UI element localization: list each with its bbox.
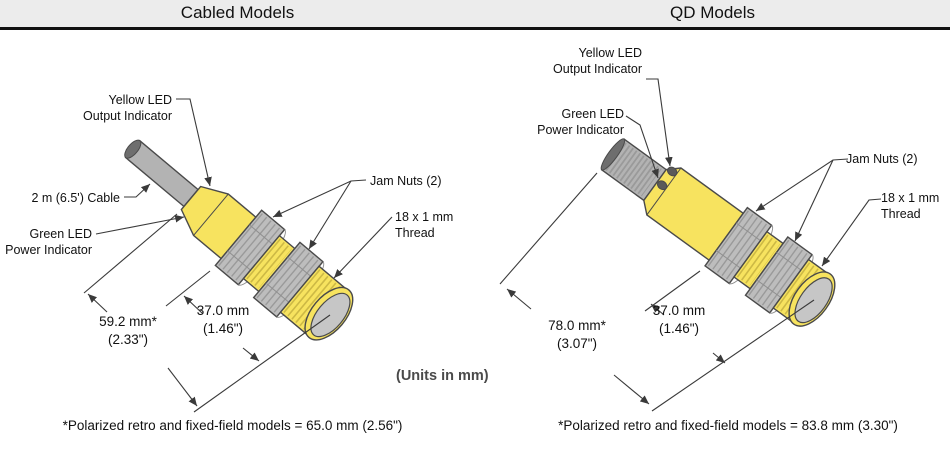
- overall-dim-arrow-lower: [613, 374, 650, 405]
- thread-label: 18 x 1 mm Thread: [395, 210, 454, 241]
- green-led-label: Green LED Power Indicator: [537, 107, 624, 138]
- qd-sensor-drawing: [600, 138, 836, 327]
- sensor-face: [310, 292, 351, 338]
- jam-nuts-label: Jam Nuts (2): [846, 152, 918, 166]
- jam-nuts-leader-2: [794, 159, 834, 242]
- qd-footnote: *Polarized retro and fixed-field models …: [558, 418, 898, 433]
- yellow-led-leader: [646, 78, 673, 167]
- nut-to-face-dimension: 37.0 mm (1.46"): [652, 303, 706, 337]
- green-led-label: Green LED Power Indicator: [5, 227, 92, 258]
- qd-connector-end: [600, 138, 626, 171]
- jam-nuts-leader-1: [755, 158, 849, 212]
- nut-facet: [265, 282, 290, 303]
- body-edge-line: [193, 193, 229, 236]
- overall-dim-arrow-upper: [87, 293, 108, 313]
- overall-length-dimension: 78.0 mm* (3.07"): [548, 318, 606, 352]
- nut-facet: [756, 279, 782, 298]
- nut-facet: [776, 251, 802, 271]
- extension-line: [165, 270, 211, 307]
- cable-label: 2 m (6.5') Cable: [31, 191, 120, 205]
- nut-facet: [735, 222, 761, 242]
- yellow-led-label: Yellow LED Output Indicator: [553, 46, 642, 77]
- nut-facet: [227, 250, 251, 271]
- nutface-dim-arrow-lower: [712, 352, 726, 364]
- nut-facet: [287, 256, 312, 277]
- nutface-dim-arrow-upper: [650, 303, 665, 316]
- jam-nuts-leader-2: [308, 180, 352, 250]
- extension-line: [83, 213, 178, 294]
- cabled-models-title: Cabled Models: [180, 3, 295, 22]
- nut-facet: [715, 250, 741, 269]
- overall-dim-arrow-lower: [167, 367, 198, 407]
- figure-header: Cabled Models QD Models: [0, 0, 950, 30]
- nut-to-face-dimension: 37.0 mm (1.46"): [196, 303, 250, 337]
- yellow-led-dot: [667, 166, 678, 177]
- nutface-dim-arrow-lower: [242, 347, 260, 362]
- green-led-dot: [657, 180, 668, 191]
- overall-dim-arrow-upper: [506, 288, 532, 310]
- cabled-sensor-drawing: [124, 139, 354, 341]
- green-led-leader: [625, 115, 659, 179]
- thread-label: 18 x 1 mm Thread: [881, 191, 940, 222]
- cable-end-cap: [124, 139, 142, 159]
- overall-length-dimension: 59.2 mm* (2.33"): [99, 314, 157, 348]
- cabled-footnote: *Polarized retro and fixed-field models …: [62, 418, 403, 433]
- thread-leader: [821, 198, 882, 267]
- yellow-led-leader: [176, 98, 212, 187]
- nut-facet: [249, 224, 273, 245]
- qd-connector-ribs: [605, 142, 662, 197]
- extension-line: [499, 172, 598, 285]
- thread-leader: [333, 216, 393, 279]
- nutface-dim-arrow-upper: [183, 295, 203, 314]
- jam-nuts-label: Jam Nuts (2): [370, 174, 442, 188]
- cable-leader: [124, 183, 151, 198]
- extension-line: [651, 299, 815, 412]
- qd-models-title: QD Models: [669, 3, 756, 22]
- jam-nuts-leader-1: [272, 179, 367, 218]
- yellow-led-label: Yellow LED Output Indicator: [83, 93, 172, 124]
- thread-stripes: [283, 269, 347, 336]
- units-note: (Units in mm): [396, 368, 489, 384]
- extension-line: [193, 314, 331, 413]
